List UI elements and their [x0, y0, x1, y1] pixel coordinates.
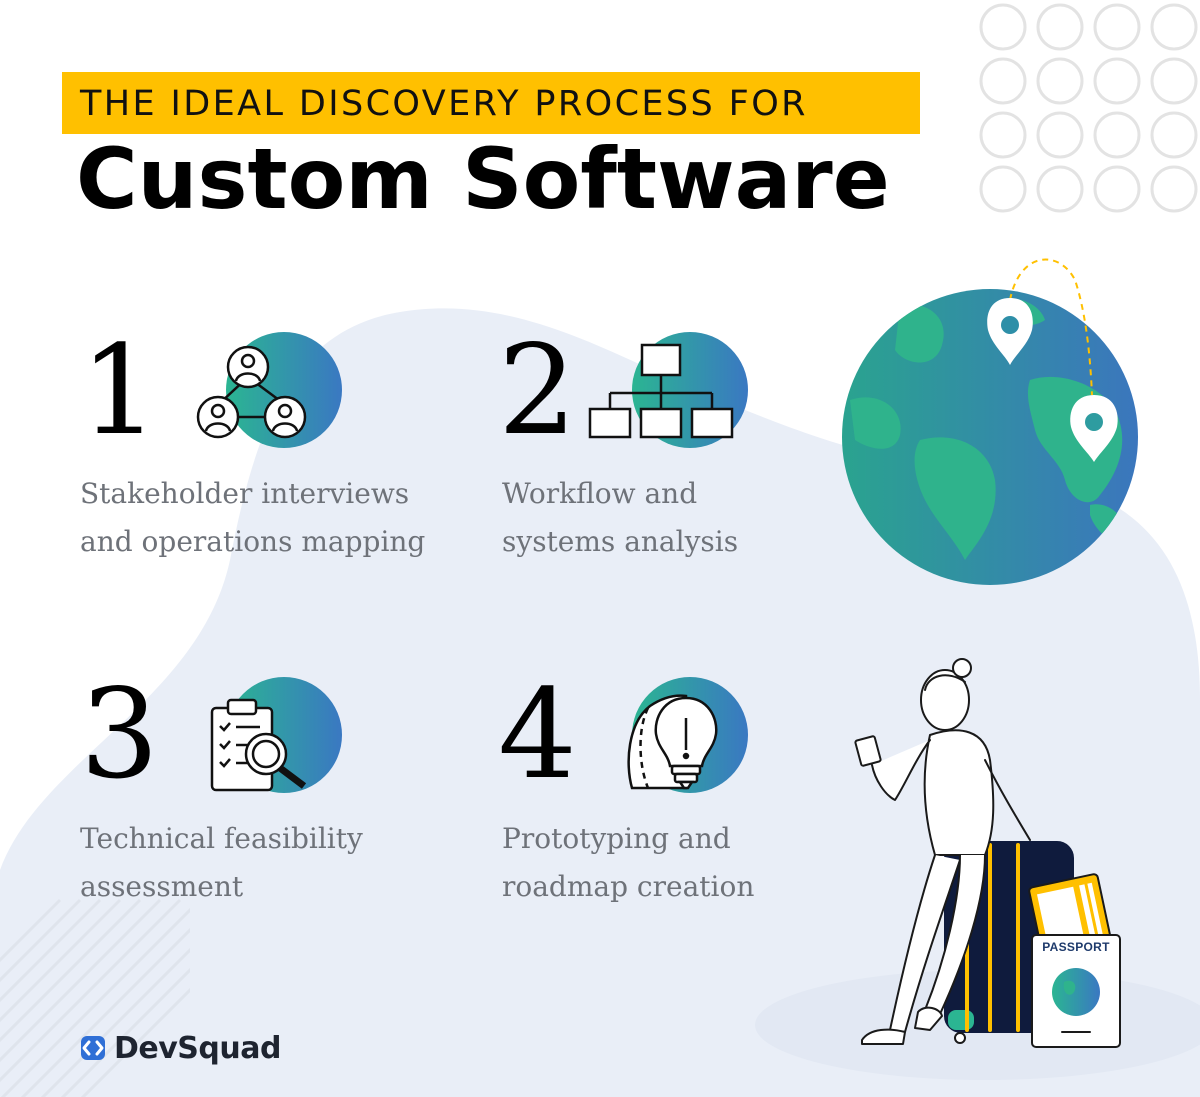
map-pin-icon [1070, 395, 1118, 462]
passport-label: PASSPORT [1042, 940, 1110, 954]
brand-logo: DevSquad [80, 1028, 281, 1068]
traveler-illustration [854, 658, 1121, 1048]
step-2-line-2: systems analysis [502, 525, 739, 558]
step-2-description: Workflow and systems analysis [502, 470, 738, 566]
stakeholder-network-icon [190, 325, 360, 465]
step-1-description: Stakeholder interviews and operations ma… [80, 470, 425, 566]
step-4-description: Prototyping and roadmap creation [502, 815, 754, 911]
step-1-line-2: and operations mapping [80, 525, 426, 558]
step-1-number: 1 [80, 319, 159, 463]
circle-grid-decoration [979, 3, 1198, 213]
globe-icon [842, 258, 1138, 585]
step-4-line-1: Prototyping and [502, 822, 731, 855]
step-2-number: 2 [498, 319, 577, 463]
step-4-line-2: roadmap creation [502, 870, 755, 903]
page-kicker: THE IDEAL DISCOVERY PROCESS FOR [80, 84, 808, 124]
org-chart-icon [585, 325, 755, 465]
diagonal-stripes [0, 898, 190, 1097]
lightbulb-head-icon [620, 668, 790, 808]
devsquad-logo-icon [81, 1036, 105, 1060]
step-4-number: 4 [498, 663, 577, 807]
page-title: Custom Software [76, 130, 890, 228]
step-3-number: 3 [80, 663, 159, 807]
step-1-line-1: Stakeholder interviews [80, 477, 410, 510]
step-2-line-1: Workflow and [502, 477, 698, 510]
brand-name: DevSquad [114, 1030, 281, 1066]
step-3-line-2: assessment [80, 870, 244, 903]
checklist-magnifier-icon [200, 668, 370, 808]
step-3-description: Technical feasibility assessment [80, 815, 363, 911]
step-3-line-1: Technical feasibility [80, 822, 363, 855]
map-pin-icon [987, 298, 1033, 365]
title-highlight-band [62, 72, 920, 134]
